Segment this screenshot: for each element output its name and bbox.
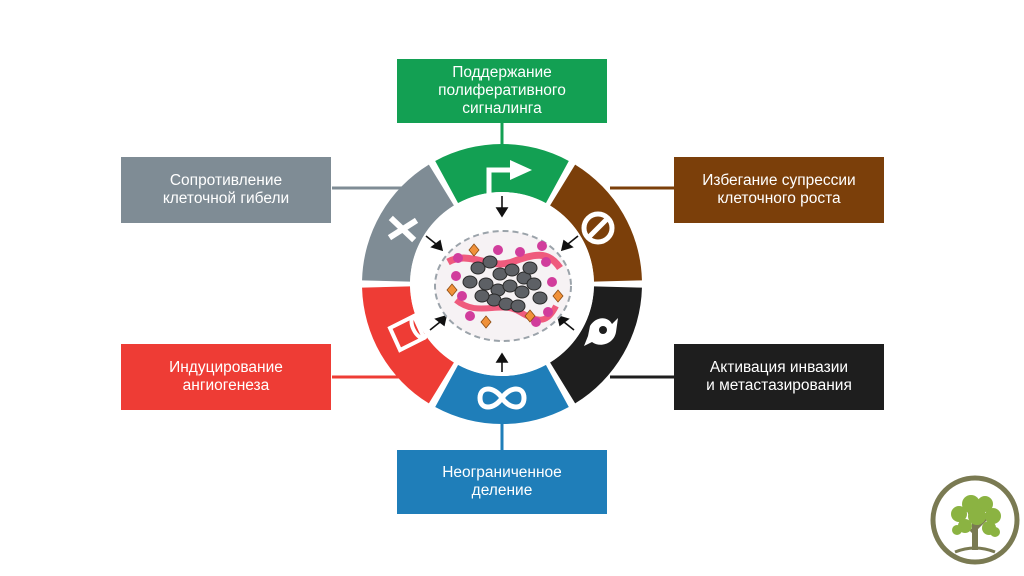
tumor-cells [446, 241, 564, 329]
hallmark-box-cell-death: Сопротивление клеточной гибели [121, 157, 331, 223]
tumor-cell [514, 285, 530, 299]
ring-segment-growth-suppressors [550, 164, 642, 282]
inner-arrows [425, 196, 579, 372]
tumor-cell [504, 263, 520, 277]
tumor-cell [502, 279, 518, 293]
vessel-icon [387, 313, 429, 353]
hallmark-box-invasion: Активация инвазии и метастазирования [674, 344, 884, 410]
tumor-cell [522, 261, 538, 275]
rocket-cell-icon [584, 318, 618, 346]
tumor-cell [510, 299, 526, 313]
tumor-cell [526, 277, 542, 291]
arrow-from-cell-death [425, 235, 444, 252]
immune-cell [543, 307, 553, 317]
tumor-cell [532, 291, 548, 305]
immune-cell [453, 253, 463, 263]
immune-cell [515, 247, 525, 257]
stromal-cell [480, 315, 492, 329]
arrow-from-immortality [495, 352, 509, 372]
stromal-cell [446, 283, 458, 297]
tumor-cell [478, 277, 494, 291]
tumor-illustration [434, 230, 572, 342]
tumor-cell [462, 275, 478, 289]
arrow-icon [486, 160, 532, 200]
immune-cell [493, 245, 503, 255]
arrow-from-invasion [556, 314, 575, 331]
hallmark-box-angiogenesis: Индуцирование ангиогенеза [121, 344, 331, 410]
blood-vessel [446, 251, 563, 271]
stromal-cell [552, 289, 564, 303]
ring-segment-proliferative [435, 143, 569, 204]
stromal-cell [524, 309, 536, 323]
immune-cell [537, 241, 547, 251]
cross-icon [387, 215, 419, 243]
arrow-from-growth-suppressors [560, 235, 579, 252]
hallmark-box-proliferative: Поддержание полиферативного сигналинга [397, 59, 607, 123]
infinity-icon [477, 386, 527, 410]
immune-cell [465, 311, 475, 321]
hallmark-box-immortality: Неограниченное деление [397, 450, 607, 514]
tree-icon [930, 475, 1020, 565]
immune-cell [547, 277, 557, 287]
immune-cell [531, 317, 541, 327]
immune-cell [541, 257, 551, 267]
tumor-cell [482, 255, 498, 269]
tumor-cell [470, 261, 486, 275]
arrow-from-proliferative [495, 196, 509, 218]
ring-segment-invasion [550, 286, 642, 404]
stromal-cell [468, 243, 480, 257]
prohibition-icon [581, 211, 615, 245]
hallmark-box-growth-suppressors: Избегание супрессии клеточного роста [674, 157, 884, 223]
immune-cell [451, 271, 461, 281]
tumor-cell [474, 289, 490, 303]
immune-cell [457, 291, 467, 301]
arrow-from-angiogenesis [429, 314, 448, 331]
